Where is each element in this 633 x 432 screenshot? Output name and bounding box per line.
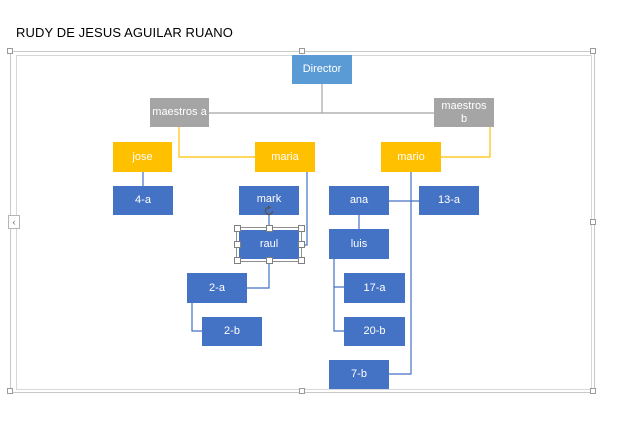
node-mark[interactable]: mark [239, 186, 299, 215]
selection-handle-top[interactable] [266, 225, 273, 232]
frame-handle-bottom-left[interactable] [7, 388, 13, 394]
selection-handle-top-left[interactable] [234, 225, 241, 232]
node-maestros-b[interactable]: maestros b [434, 98, 494, 127]
node-mario[interactable]: mario [381, 142, 441, 172]
node-2b[interactable]: 2-b [202, 317, 262, 346]
frame-handle-bottom[interactable] [299, 388, 305, 394]
node-ana[interactable]: ana [329, 186, 389, 215]
node-4a[interactable]: 4-a [113, 186, 173, 215]
connector-maestros-b-mario [441, 127, 491, 158]
selection-handle-left[interactable] [234, 241, 241, 248]
frame-handle-top-right[interactable] [590, 48, 596, 54]
connector-luis-20b [333, 287, 344, 332]
selection-handle-top-right[interactable] [298, 225, 305, 232]
connector-maria-raul [301, 172, 308, 246]
node-director[interactable]: Director [292, 55, 352, 84]
node-7b[interactable]: 7-b [329, 360, 389, 389]
selection-handle-bottom-right[interactable] [298, 257, 305, 264]
connector-maestros-a-maria [178, 127, 255, 158]
node-raul[interactable]: raul [236, 227, 302, 262]
node-13a[interactable]: 13-a [419, 186, 479, 215]
rotate-handle-icon[interactable] [263, 205, 275, 217]
node-17a[interactable]: 17-a [344, 273, 405, 303]
connector-2a-2b [191, 303, 202, 332]
frame-handle-bottom-right[interactable] [590, 388, 596, 394]
node-20b[interactable]: 20-b [344, 317, 405, 346]
node-luis[interactable]: luis [329, 229, 389, 259]
selection-handle-bottom-left[interactable] [234, 257, 241, 264]
connector-raul-2a [247, 259, 270, 289]
connector-luis-17a [333, 259, 344, 288]
node-maria[interactable]: maria [255, 142, 315, 172]
node-jose[interactable]: jose [113, 142, 172, 172]
frame-handle-top-left[interactable] [7, 48, 13, 54]
selection-handle-bottom[interactable] [266, 257, 273, 264]
document-title: RUDY DE JESUS AGUILAR RUANO [16, 25, 234, 40]
selection-handle-right[interactable] [298, 241, 305, 248]
node-2a[interactable]: 2-a [187, 273, 247, 303]
node-maestros-a[interactable]: maestros a [150, 98, 209, 127]
frame-handle-top[interactable] [299, 48, 305, 54]
chevron-left-icon[interactable]: ‹ [8, 215, 20, 229]
frame-handle-right[interactable] [590, 219, 596, 225]
connector-mario-7b [389, 172, 412, 375]
